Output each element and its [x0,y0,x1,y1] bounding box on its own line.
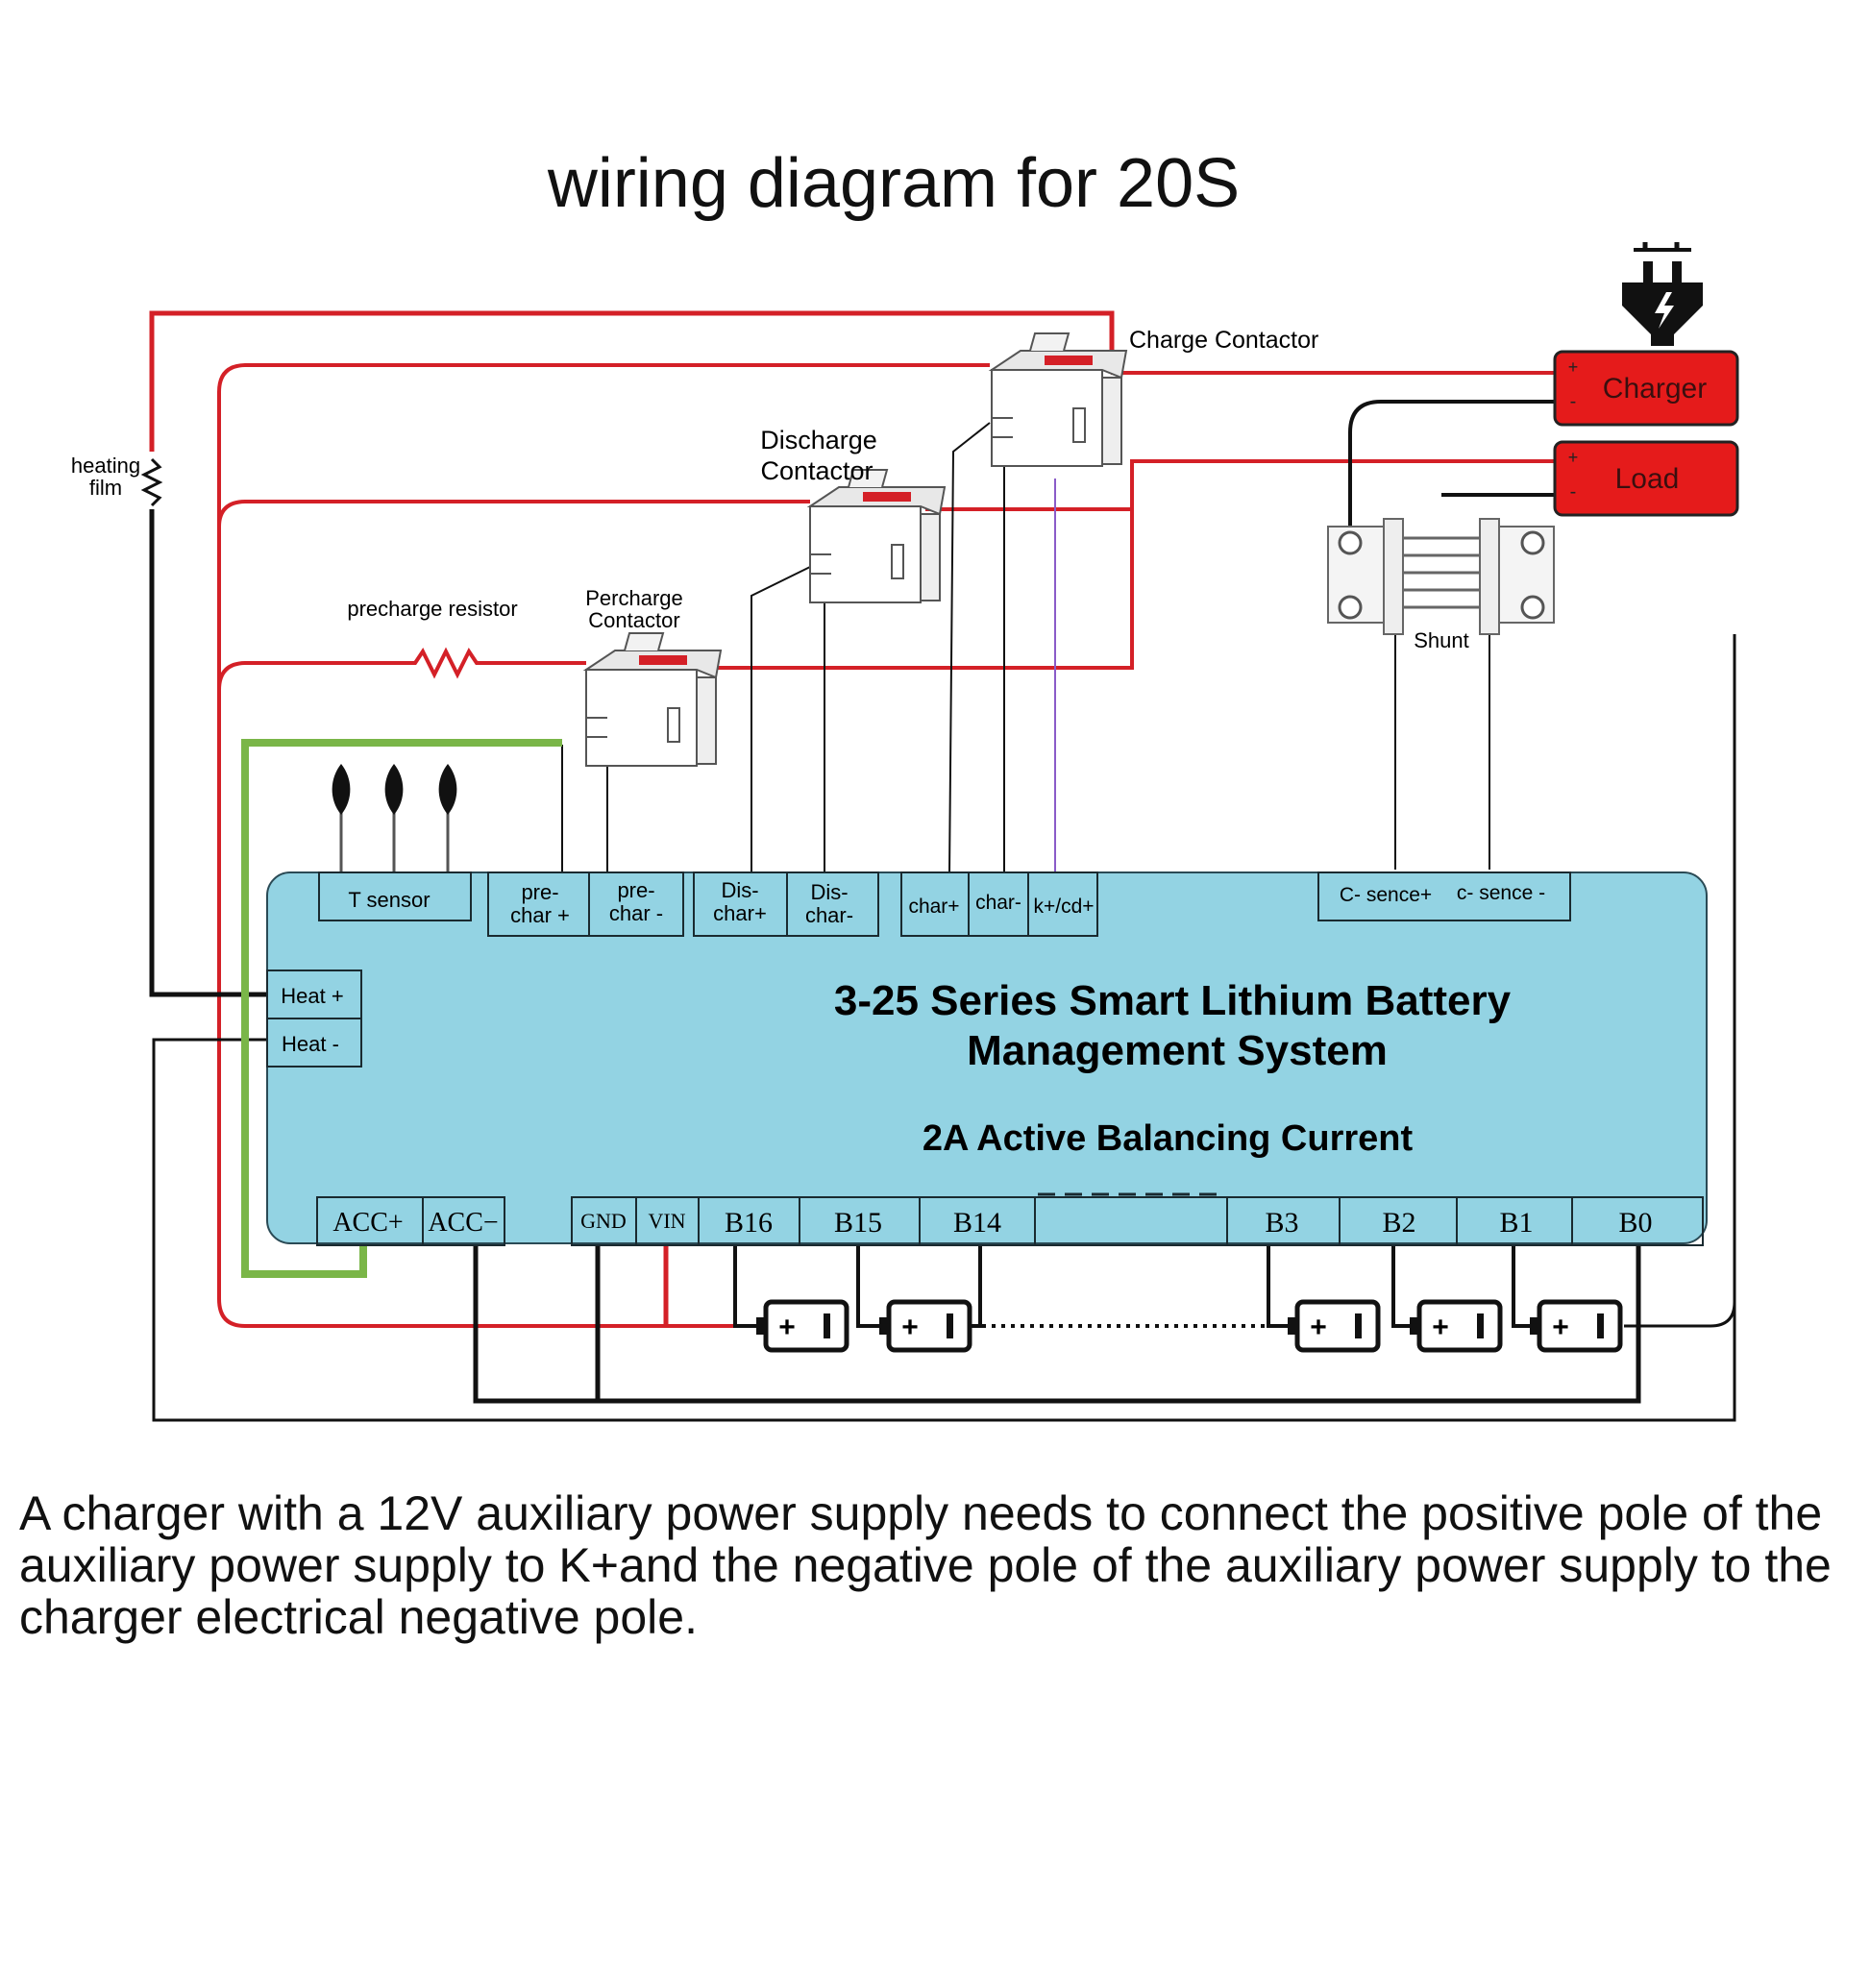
battery-cell-icon [1288,1302,1378,1350]
wire-b1 [1512,1246,1535,1328]
footnote: A charger with a 12V auxiliary power sup… [19,1486,1832,1644]
port-b14: B14 [953,1207,1001,1239]
red-wire-to-load [1130,459,1555,511]
port-b1: B1 [1499,1207,1533,1239]
wire-b0-to-shunt [1624,1301,1736,1328]
discharge-contactor-label: Discharge [760,426,877,454]
port-acc-plus: ACC+ [332,1208,403,1238]
port-gnd: GND [580,1209,627,1233]
shunt-icon [1327,518,1555,635]
black-wire-heat-plus [149,509,267,997]
battery-cell-icon [1410,1302,1500,1350]
precharge-contactor-label-2: Contactor [588,608,679,632]
port-char-plus: char+ [908,896,959,918]
charge-contactor-icon [991,332,1127,467]
port-pre-char-plus-2: char + [510,903,570,927]
bottom-port-row [316,1196,1704,1246]
port-b16: B16 [725,1207,773,1239]
red-wire-precharge-out [673,461,1134,670]
port-dis-char-plus: Dis- [721,878,758,902]
precharge-contactor-icon [585,632,722,767]
load-plus-label: + [1568,448,1579,467]
wire-dis-char-minus [824,576,847,874]
left-port-column [266,969,362,1068]
battery-cell-icon [1530,1302,1620,1350]
wire-dis-char-plus [750,566,811,874]
heating-film-icon [140,457,163,507]
port-char-minus: char- [975,892,1021,914]
temperature-sensor-icon [332,764,457,874]
battery-cell-icon [756,1302,847,1350]
red-wire-discharge [217,500,810,528]
precharge-contactor-label: Percharge [585,586,683,610]
charger-box [1553,350,1739,427]
port-b2: B2 [1382,1207,1415,1239]
plug-icon [1622,242,1703,346]
shunt-label: Shunt [1414,628,1469,652]
port-c-sence-minus: c- sence - [1457,882,1545,904]
wire-b2 [1391,1246,1415,1328]
charger-minus-label: - [1570,391,1577,412]
port-b0: B0 [1618,1207,1652,1239]
green-wire [241,739,562,1278]
load-box [1553,440,1739,517]
port-pre-char-plus: pre- [521,880,558,904]
wire-char-plus [948,422,991,875]
port-k-plus: k+/cd+ [1033,896,1094,918]
discharge-contactor-icon [809,469,946,603]
port-vin: VIN [648,1209,685,1233]
red-wire-battery-to-charge [217,363,990,1328]
red-wire-precharge [217,647,586,691]
red-wire-top [149,310,1115,452]
black-wire-charger-neg [1348,400,1555,533]
battery-cell-icon [879,1302,970,1350]
black-wire-heat-minus [152,634,1736,1422]
port-pre-char-minus: pre- [617,878,654,902]
wire-b16 [733,1246,764,1328]
page-title: wiring diagram for 20S [547,145,1241,222]
port-dis-char-minus-2: char- [805,903,853,927]
charger-plus-label: + [1568,357,1579,377]
port-dis-char-plus-2: char+ [713,901,767,925]
port-b3: B3 [1265,1207,1298,1239]
load-label: Load [1615,463,1680,495]
precharge-resistor-label: precharge resistor [347,597,517,621]
port-heat-minus: Heat - [282,1032,339,1056]
port-dis-char-minus: Dis- [810,880,848,904]
port-b15: B15 [834,1207,882,1239]
charger-label: Charger [1603,373,1707,405]
port-acc-minus: ACC− [428,1208,498,1238]
wire-b15 [856,1246,879,1328]
port-t-sensor: T sensor [348,888,430,912]
wire-b3 [1267,1246,1292,1328]
bms-subtitle: 2A Active Balancing Current [923,1118,1414,1159]
charge-contactor-label: Charge Contactor [1129,327,1318,354]
bms-title: 3-25 Series Smart Lithium Battery [834,977,1512,1024]
heating-film-label-2: film [89,476,122,500]
port-heat-plus: Heat + [281,984,343,1008]
bms-title-2: Management System [967,1027,1388,1074]
top-port-row [318,871,1571,937]
port-c-sence-plus: C- sence+ [1340,884,1432,906]
wire-char-minus [1003,436,1029,874]
load-minus-label: - [1570,481,1577,503]
port-pre-char-minus-2: char - [609,901,663,925]
heating-film-label: heating [71,454,140,478]
discharge-contactor-label-2: Contactor [760,456,873,485]
